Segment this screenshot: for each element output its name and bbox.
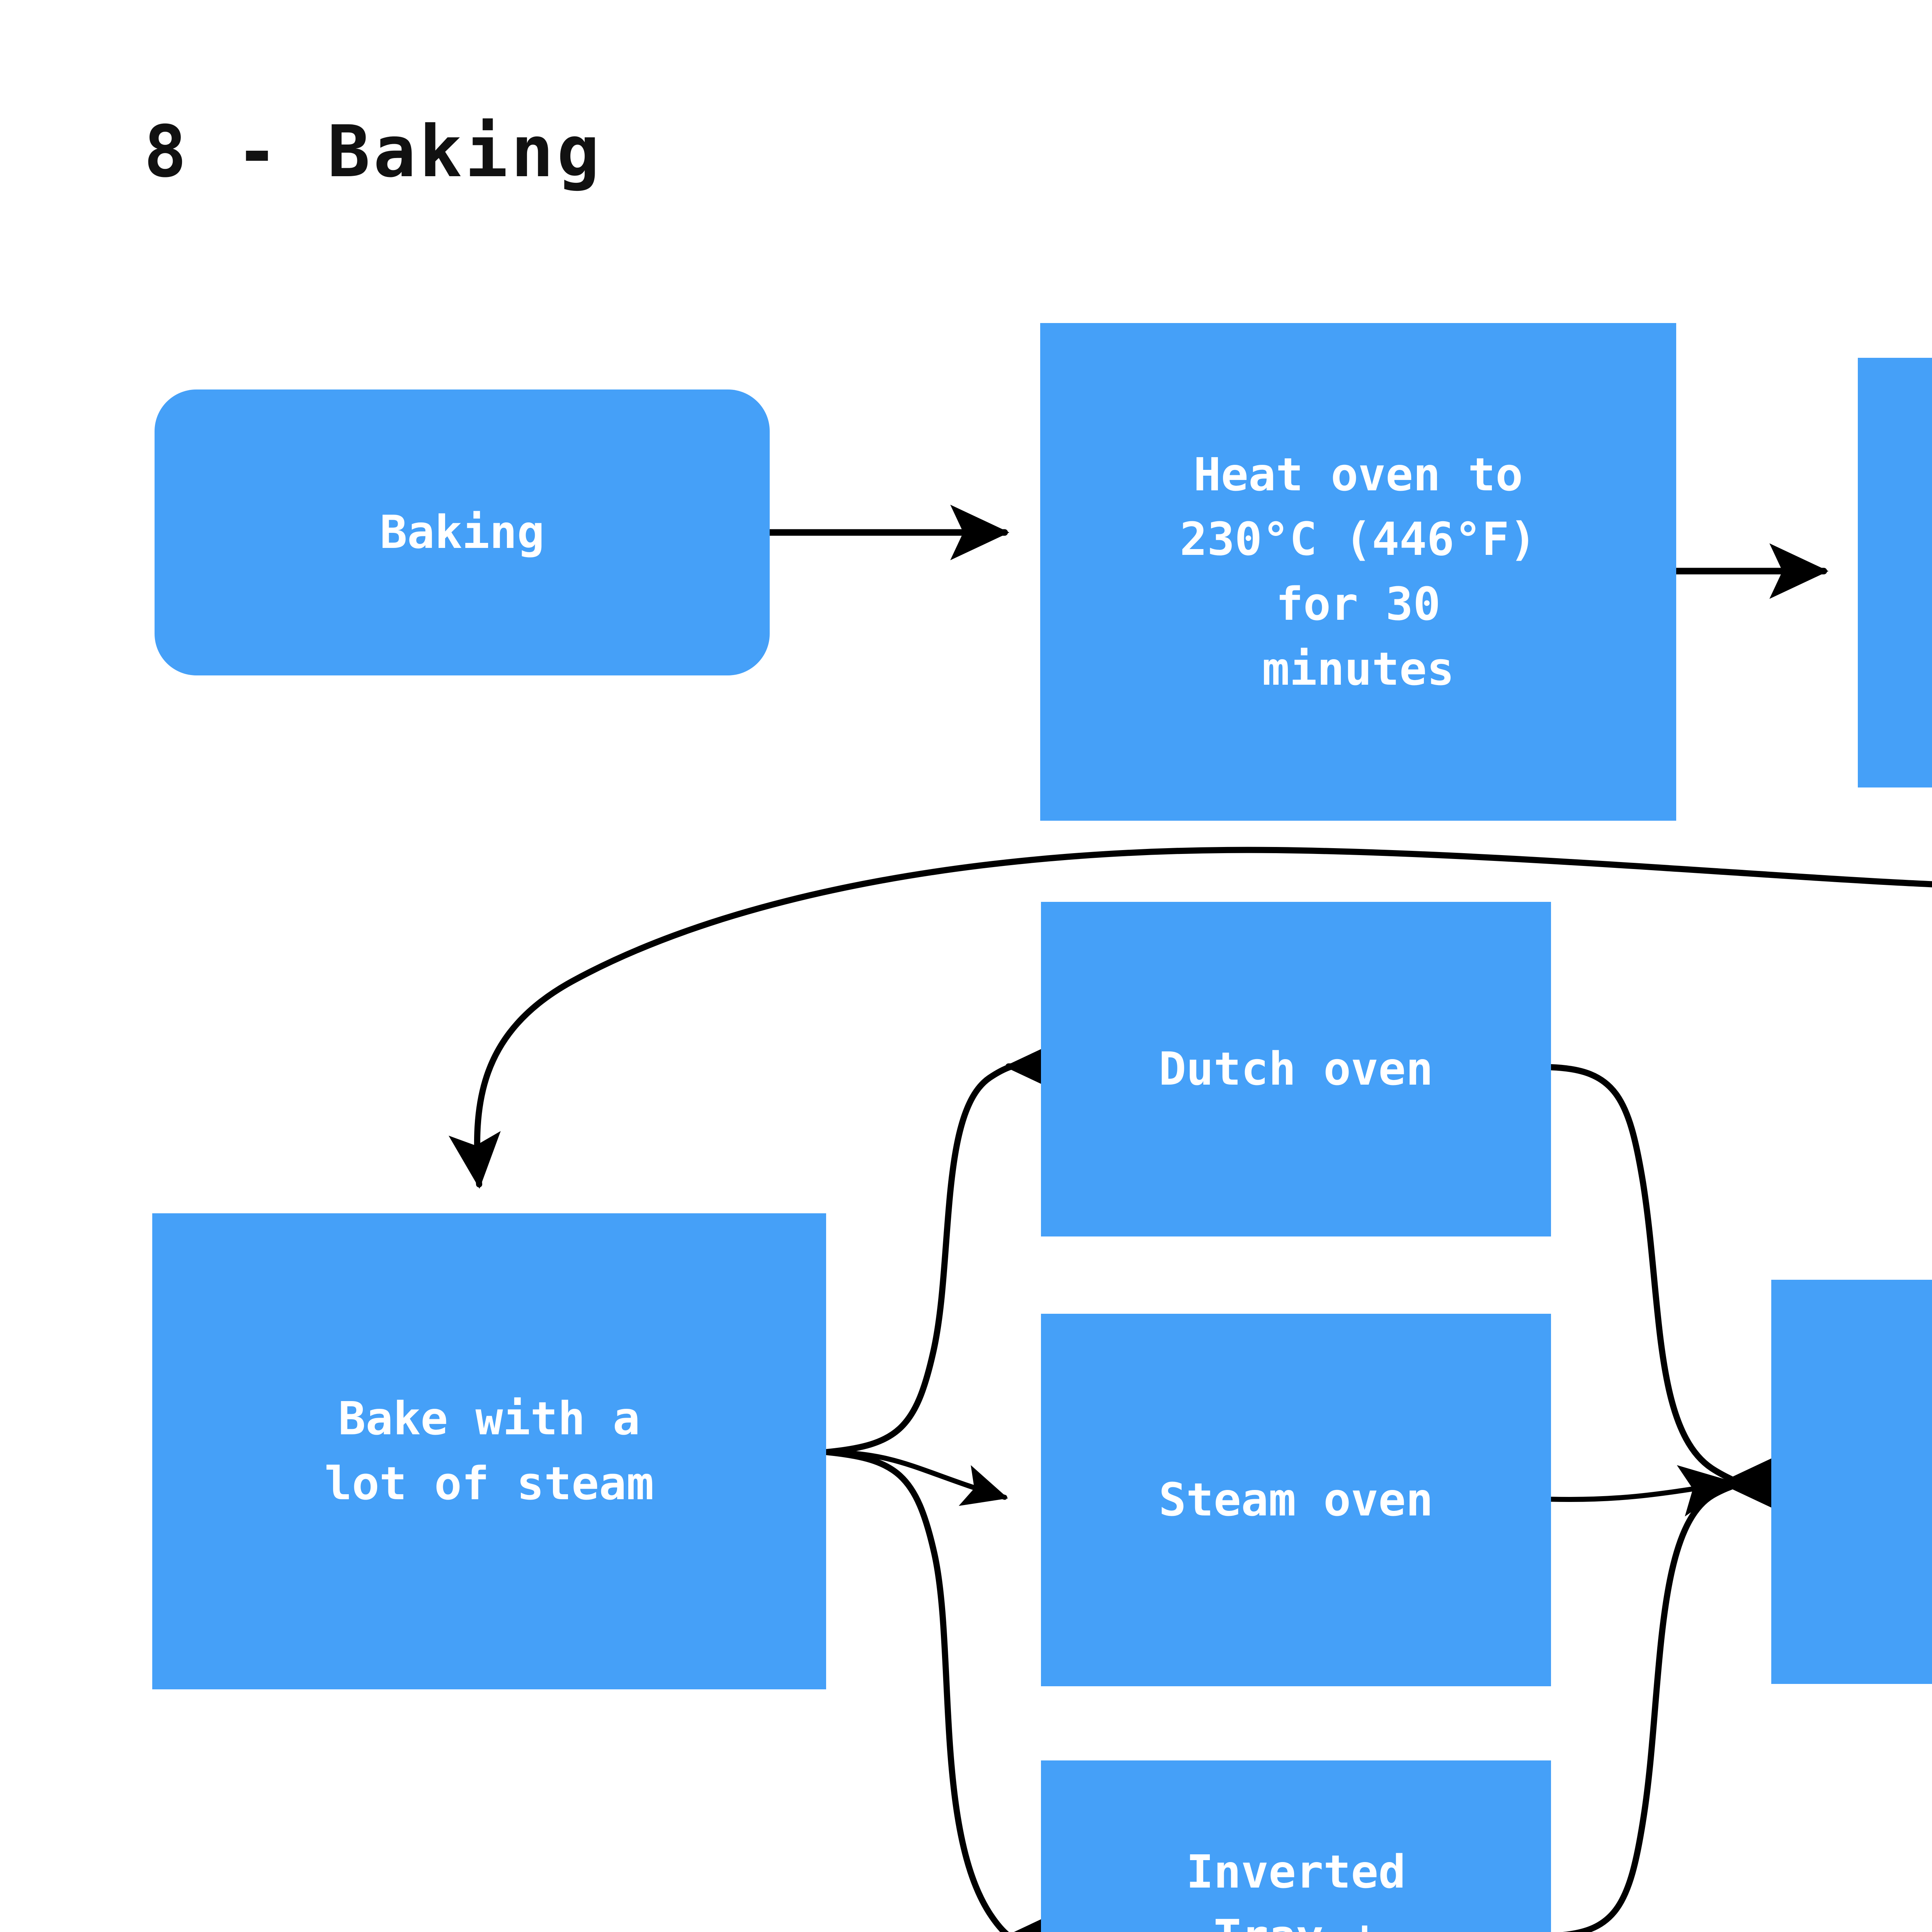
node-inverted-tray-bowl[interactable]: Inverted Tray + Bowl xyxy=(1041,1760,1551,1932)
edge-bake-steam-to-dutch-oven xyxy=(824,1040,1060,1455)
edge-steam-oven-to-wait30 xyxy=(1548,1465,1736,1517)
edge-bake-steam-to-steam-oven xyxy=(824,1449,1008,1506)
node-bake-with-steam[interactable]: Bake with a lot of steam xyxy=(152,1213,826,1689)
page-title: 8 - Baking xyxy=(144,111,603,193)
node-heat-oven[interactable]: Heat oven to 230°C (446°F) for 30 minute… xyxy=(1040,323,1676,821)
node-steam-oven[interactable]: Steam oven xyxy=(1041,1314,1551,1686)
node-baking-start[interactable]: Baking xyxy=(155,389,770,675)
node-dutch-oven[interactable]: Dutch oven xyxy=(1041,902,1551,1236)
edge-dutch-oven-to-wait30 xyxy=(1548,1064,1794,1512)
edge-inverted-tray-to-wait30 xyxy=(1562,1454,1794,1932)
node-wait-30-minutes[interactable]: Wait 30 minutes xyxy=(1771,1280,1932,1684)
edge-bake-steam-to-inverted-tray xyxy=(824,1449,1060,1932)
node-score-dough[interactable]: Score your dough xyxy=(1858,358,1932,787)
